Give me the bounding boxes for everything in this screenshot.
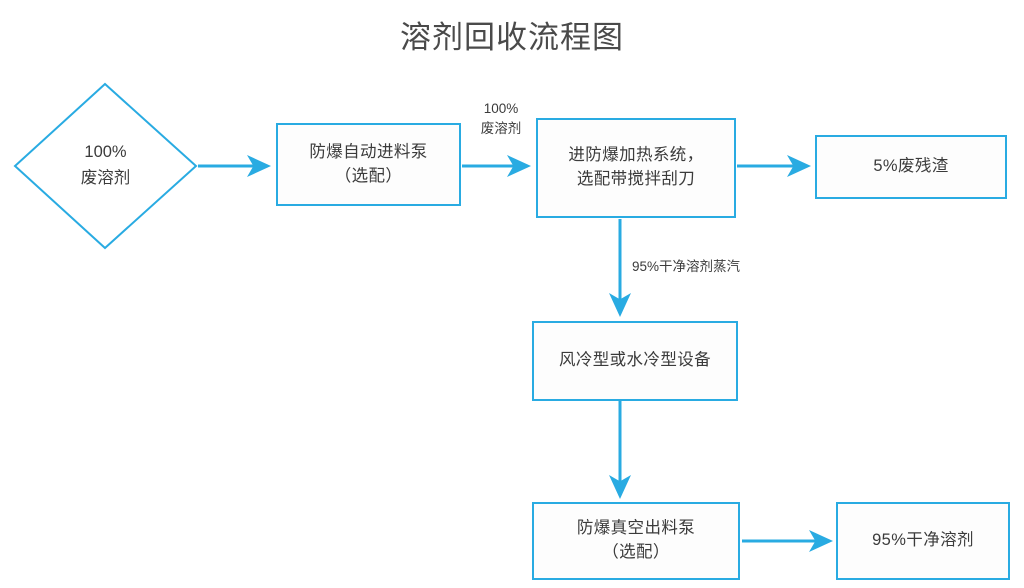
feed-pump-line2: （选配） [334,166,403,185]
discharge-pump-line1: 防爆真空出料泵 [576,519,696,538]
edge-label-feed-pump-to-heating: 100% 废溶剂 [466,99,536,138]
waste-solvent-line2: 废溶剂 [80,169,131,187]
waste-residue-line1: 5%废残渣 [873,157,949,176]
edge-label-heating-to-cooling: 95%干净溶剂蒸汽 [632,259,741,274]
feed-pump-line1: 防爆自动进料泵 [309,142,428,161]
node-clean-solvent-output[interactable]: 95%干净溶剂 [836,502,1010,580]
node-waste-solvent-input-label: 100% 废溶剂 [15,84,196,248]
diamond-shape-waste-solvent[interactable] [13,82,198,250]
heating-system-line2: 选配带搅拌刮刀 [576,170,696,188]
discharge-pump-line2: （选配） [602,543,670,561]
node-heating-system[interactable]: 进防爆加热系统， 选配带搅拌刮刀 [536,118,736,218]
node-cooling-equipment[interactable]: 风冷型或水冷型设备 [532,321,738,401]
node-discharge-pump[interactable]: 防爆真空出料泵 （选配） [532,502,740,580]
node-waste-residue[interactable]: 5%废残渣 [815,135,1007,199]
cooling-equipment-line1: 风冷型或水冷型设备 [558,351,712,370]
clean-solvent-output-line1: 95%干净溶剂 [872,531,974,550]
waste-solvent-line1: 100% [84,143,127,162]
heating-system-line1: 进防爆加热系统， [568,146,704,165]
node-feed-pump[interactable]: 防爆自动进料泵 （选配） [276,123,461,206]
node-waste-solvent-input[interactable]: 100% 废溶剂 [15,84,196,248]
edge-label-feed-to-heating-line1: 100% [483,101,519,116]
page-title: 溶剂回收流程图 [400,20,624,55]
edge-label-feed-to-heating-line2: 废溶剂 [480,120,522,136]
